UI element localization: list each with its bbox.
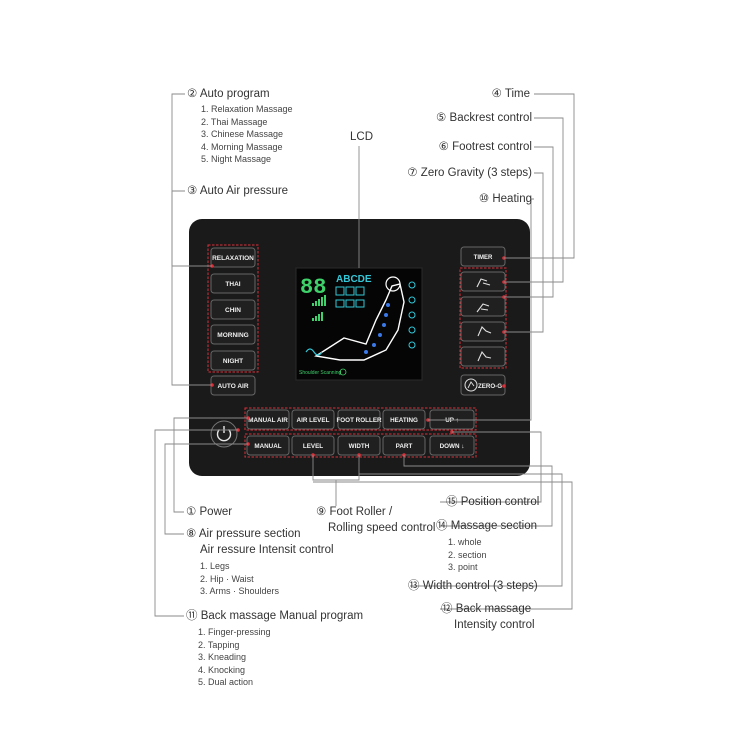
list-item: 3. Arms · Shoulders [200, 586, 280, 596]
width-button-label: WIDTH [349, 443, 370, 450]
level-button-label: LEVEL [303, 443, 323, 450]
manual-air-button-label: MANUAL AIR [248, 417, 288, 424]
zero-g-icon [464, 378, 478, 392]
zero-g-button-label: ZERO-G [478, 383, 502, 390]
width-control-label: ⑬ Width control (3 steps) [408, 580, 538, 592]
footrest-label: ⑥ Footrest control [438, 141, 532, 153]
air-section-label: ⑧ Air pressure section [186, 528, 301, 540]
power-label: ① Power [186, 506, 233, 518]
lcd-level-bars [312, 295, 326, 321]
foot-roller-label-1: ⑨ Foot Roller / [316, 506, 393, 518]
list-item: 5. Night Massage [201, 154, 272, 164]
list-item: 1. Finger-pressing [198, 627, 271, 637]
heating-button[interactable] [382, 409, 426, 430]
back-intensity-label-1: ⑫ Back massage [441, 603, 532, 615]
backrest-up-icon [476, 278, 491, 288]
foot-roller-button-label: FOOT ROLLER [336, 417, 382, 424]
thai-button[interactable] [210, 273, 256, 294]
back-manual-label: ⑪ Back massage Manual program [186, 610, 364, 622]
list-item: 2. section [448, 549, 487, 560]
lcd-digits: 88 [300, 275, 326, 300]
lcd-wave-icon [305, 348, 323, 356]
lcd-head-icon [385, 276, 401, 292]
heating-button-label: HEATING [390, 417, 418, 424]
red-dashed-groups [207, 244, 507, 458]
list-item: 5. Dual action [198, 677, 254, 687]
relaxation-button[interactable] [210, 247, 256, 268]
lcd-letters: ABCDE [336, 274, 372, 285]
thai-button-label: THAI [225, 281, 240, 288]
lcd-roller-dots [364, 303, 390, 354]
list-item: 2. Hip · Waist [200, 573, 254, 584]
footrest-up-icon [477, 326, 492, 337]
lcd-right-icons [408, 281, 416, 349]
up-button-label: UP ↑ [445, 417, 459, 424]
lcd-check-icon [339, 368, 347, 376]
up-button[interactable] [429, 409, 475, 430]
back-intensity-label-2: Intensity control [454, 619, 535, 631]
morning-button[interactable] [210, 324, 256, 345]
position-label: ⑮ Position control [446, 496, 540, 508]
auto-program-label: ② Auto program [187, 88, 270, 100]
power-icon [216, 428, 232, 442]
foot-roller-label-2: Rolling speed control [328, 522, 436, 534]
lcd-label: LCD [350, 131, 374, 143]
footrest-up-button[interactable] [460, 321, 506, 342]
list-item: 1. Relaxation Massage [201, 104, 293, 114]
list-item: 3. Kneading [198, 652, 247, 662]
zero-g-icon-figure [467, 381, 475, 389]
backrest-down-button[interactable] [460, 296, 506, 317]
chin-button[interactable] [210, 299, 256, 320]
chin-button-label: CHIN [225, 307, 241, 314]
backrest-down-icon [476, 303, 490, 313]
list-item: 1. whole [448, 537, 482, 547]
relaxation-button-label: RELAXATION [212, 255, 254, 262]
lcd-mode-icons [335, 286, 365, 308]
morning-button-label: MORNING [217, 332, 248, 339]
timer-button-label: TIMER [474, 255, 493, 261]
heating-label: ⑩ Heating [478, 193, 532, 205]
air-level-button-label: AIR LEVEL [297, 417, 330, 424]
air-intensity-label: Air ressure Intensit control [200, 544, 334, 556]
auto-program-list: 1. Relaxation Massage 2. Thai Massage 3.… [201, 103, 293, 166]
backrest-up-button[interactable] [460, 271, 506, 292]
backrest-label: ⑤ Backrest control [436, 112, 532, 124]
list-item: 4. Knocking [198, 664, 246, 675]
back-manual-list: 1. Finger-pressing 2. Tapping 3. Kneadin… [198, 626, 271, 689]
callout-leader-lines [154, 93, 575, 617]
foot-roller-button[interactable] [337, 409, 381, 430]
air-level-button[interactable] [291, 409, 335, 430]
list-item: 3. Chinese Massage [201, 129, 284, 139]
night-button-label: NIGHT [223, 358, 243, 365]
list-item: 2. Tapping [198, 639, 240, 650]
manual-air-button[interactable] [246, 409, 290, 430]
timer-button[interactable] [460, 246, 506, 267]
manual-button[interactable] [246, 435, 290, 456]
auto-air-label: ③ Auto Air pressure [187, 185, 289, 197]
footrest-down-icon [477, 350, 492, 362]
time-label: ④ Time [491, 88, 530, 100]
massage-section-list: 1. whole 2. section 3. point [448, 536, 487, 574]
air-section-list: 1. Legs 2. Hip · Waist 3. Arms · Shoulde… [200, 560, 279, 598]
massage-section-label: ⑭ Massage section [436, 520, 537, 532]
list-item: 4. Morning Massage [201, 141, 283, 152]
down-button[interactable] [429, 435, 475, 456]
lcd-status-text: Shoulder Scanning [299, 370, 341, 376]
list-item: 2. Thai Massage [201, 116, 268, 127]
power-button[interactable] [210, 420, 238, 448]
list-item: 3. point [448, 562, 478, 572]
zero-gravity-label: ⑦ Zero Gravity (3 steps) [407, 167, 532, 179]
down-button-label: DOWN ↓ [440, 443, 465, 450]
lcd-screen: 88 ABCDE Shoulder Scanning [295, 267, 423, 381]
manual-button-label: MANUAL [254, 443, 281, 450]
night-button[interactable] [210, 350, 256, 371]
list-item: 1. Legs [200, 561, 230, 571]
footrest-down-button[interactable] [460, 346, 506, 367]
part-button-label: PART [396, 443, 413, 450]
auto-air-button-label: AUTO AIR [217, 383, 248, 390]
